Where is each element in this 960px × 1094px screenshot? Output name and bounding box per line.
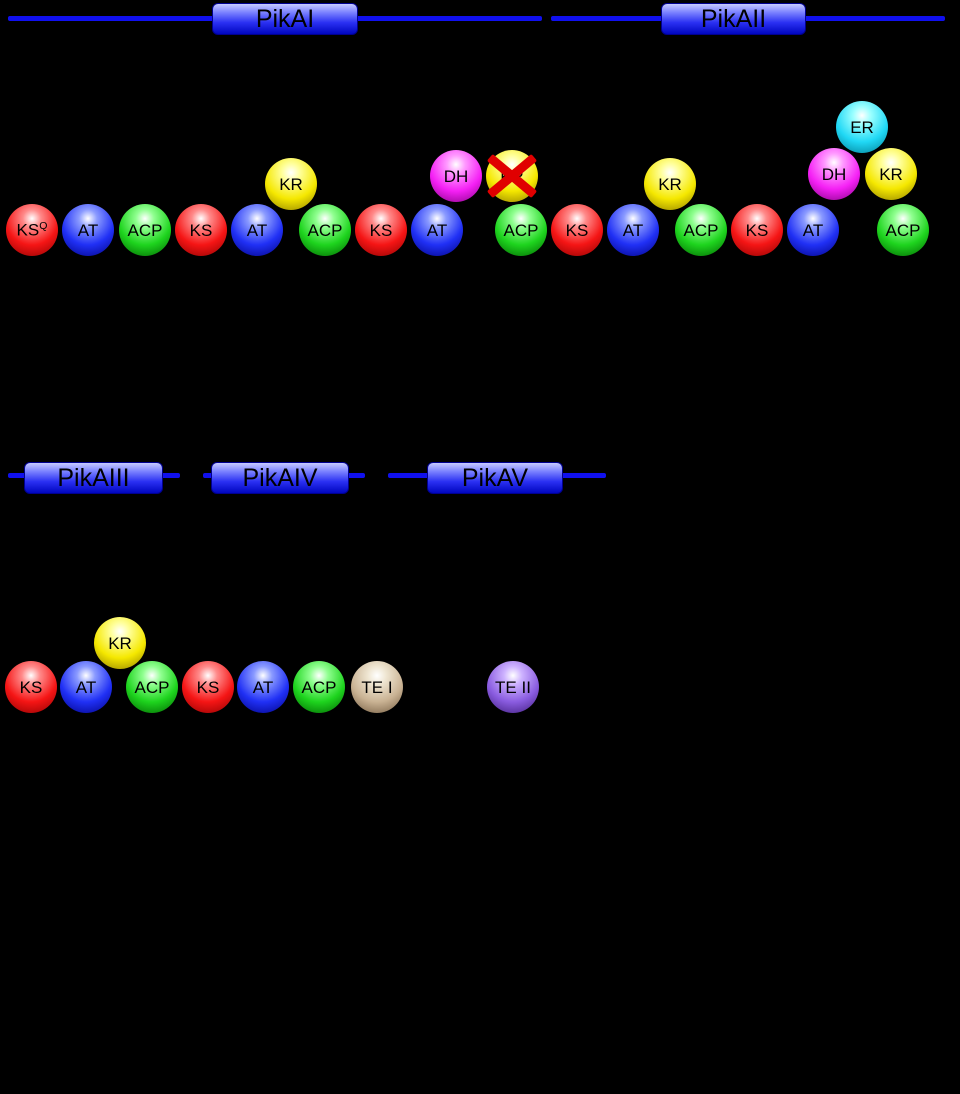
domain-at-circle: AT (62, 204, 114, 256)
domain-label: TE I (361, 677, 393, 697)
domain-kr-circle: KR (486, 150, 538, 202)
domain-kr-circle: KR (644, 158, 696, 210)
domain-label: ACP (307, 220, 343, 240)
domain-label: AT (802, 220, 824, 240)
domain-ks-circle: KS (731, 204, 783, 256)
domain-label: DH (443, 166, 469, 186)
domain-label: AT (75, 677, 97, 697)
domain-label: KS (369, 220, 393, 240)
domain-acp-circle: ACP (675, 204, 727, 256)
domain-acp-circle: ACP (495, 204, 547, 256)
inactive-domain-cross-icon (486, 150, 538, 202)
gene-label: PikAII (700, 4, 767, 33)
domain-kr-circle: KR (265, 158, 317, 210)
domain-label: AT (252, 677, 274, 697)
domain-label: TE II (495, 677, 531, 697)
gene-box-pikai: PikAI (212, 3, 358, 35)
domain-at-circle: AT (237, 661, 289, 713)
domain-label: KR (879, 164, 903, 184)
domain-ks-circle: KS (175, 204, 227, 256)
domain-label: AT (622, 220, 644, 240)
gene-label: PikAV (461, 463, 529, 492)
domain-acp-circle: ACP (126, 661, 178, 713)
gene-label: PikAIII (57, 463, 130, 492)
domain-at-circle: AT (60, 661, 112, 713)
gene-label: PikAI (255, 4, 315, 33)
domain-acp-circle: ACP (293, 661, 345, 713)
domain-label: AT (246, 220, 268, 240)
domain-acp-circle: ACP (877, 204, 929, 256)
domain-label: ACP (503, 220, 539, 240)
domain-dh-circle: DH (808, 148, 860, 200)
domain-kr-circle: KR (865, 148, 917, 200)
domain-kr-circle: KR (94, 617, 146, 669)
domain-label: AT (426, 220, 448, 240)
domain-at-circle: AT (411, 204, 463, 256)
domain-acp-circle: ACP (119, 204, 171, 256)
domain-label: KR (658, 174, 682, 194)
gene-box-pikaii: PikAII (661, 3, 806, 35)
domain-label: ACP (683, 220, 719, 240)
domain-dh-circle: DH (430, 150, 482, 202)
domain-ks-circle: KS (551, 204, 603, 256)
domain-teii-circle: TE II (487, 661, 539, 713)
domain-label: KR (279, 174, 303, 194)
gene-label: PikAIV (242, 463, 318, 492)
domain-label: ACP (301, 677, 337, 697)
gene-box-pikaiii: PikAIII (24, 462, 163, 494)
domain-ks-circle: KS (182, 661, 234, 713)
domain-label: DH (821, 164, 847, 184)
domain-ks-circle: KS (355, 204, 407, 256)
domain-label: ACP (885, 220, 921, 240)
domain-acp-circle: ACP (299, 204, 351, 256)
domain-label: AT (77, 220, 99, 240)
domain-label: KS (745, 220, 769, 240)
domain-tei-circle: TE I (351, 661, 403, 713)
domain-ks-circle: KSQ (6, 204, 58, 256)
domain-at-circle: AT (231, 204, 283, 256)
domain-label: KSQ (16, 220, 48, 240)
domain-label: ER (850, 117, 874, 137)
domain-er-circle: ER (836, 101, 888, 153)
domain-ks-circle: KS (5, 661, 57, 713)
domain-label: KR (108, 633, 132, 653)
domain-label: KS (189, 220, 213, 240)
domain-at-circle: AT (607, 204, 659, 256)
domain-at-circle: AT (787, 204, 839, 256)
gene-box-pikaiv: PikAIV (211, 462, 349, 494)
domain-label: KS (19, 677, 43, 697)
domain-label: ACP (134, 677, 170, 697)
domain-label: KS (565, 220, 589, 240)
gene-box-pikav: PikAV (427, 462, 563, 494)
domain-label: KS (196, 677, 220, 697)
domain-label: ACP (127, 220, 163, 240)
